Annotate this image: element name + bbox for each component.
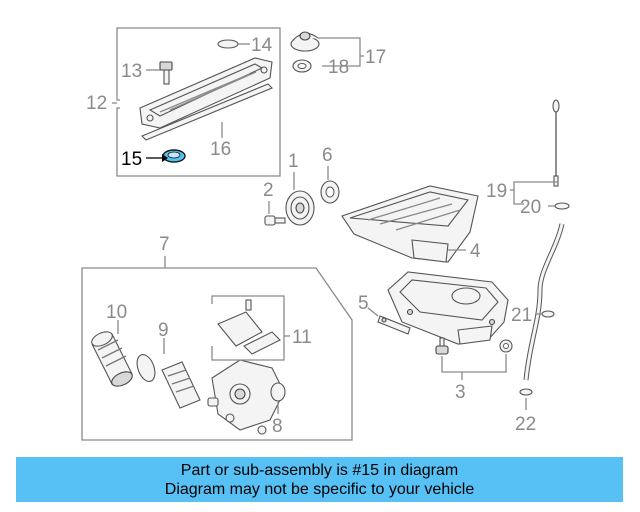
callout-14[interactable]: 14 [251,35,273,56]
callout-3[interactable]: 3 [455,382,466,403]
parts-diagram: 12 16 13 14 15 [81,27,570,441]
filter-o-ring[interactable] [134,352,159,384]
callout-15[interactable]: 15 [121,149,142,170]
callout-8[interactable]: 8 [272,416,283,437]
callout-13[interactable]: 13 [121,61,142,82]
lower-oil-pan-group: 3 5 [358,271,513,403]
housing-gasket[interactable] [217,299,281,355]
crank-seal[interactable] [320,180,340,204]
drain-washer[interactable] [499,339,513,353]
bolt-13[interactable] [159,61,173,85]
oil-filter-housing[interactable] [207,359,285,435]
upper-oil-pan[interactable] [341,185,479,263]
callout-1[interactable]: 1 [288,151,299,172]
housing-o-ring[interactable] [270,382,286,402]
callout-22[interactable]: 22 [515,414,536,435]
oil-filter-group: 7 10 9 11 [81,234,353,441]
crankshaft-pulley[interactable] [285,190,315,226]
dipstick-o-ring[interactable] [554,202,570,210]
callout-11[interactable]: 11 [292,327,312,348]
banner-line-1: Part or sub-assembly is #15 in diagram [180,461,459,479]
callout-4[interactable]: 4 [470,241,481,262]
callout-9[interactable]: 9 [158,320,169,341]
info-banner: Part or sub-assembly is #15 in diagram D… [16,457,623,502]
oil-filter[interactable] [89,329,134,389]
oil-filler-cap[interactable] [290,31,320,52]
oil-filler-cap-group: 17 18 [290,31,386,78]
group-box-12 [116,27,281,177]
callout-6[interactable]: 6 [322,145,333,166]
dipstick-tube[interactable] [523,223,565,381]
group-box-11 [211,295,285,361]
callout-2[interactable]: 2 [263,180,274,201]
callout-21[interactable]: 21 [511,305,532,326]
seal-14[interactable] [217,39,239,49]
banner-line-2: Diagram may not be specific to your vehi… [164,480,475,498]
upper-oil-pan-group: 4 [341,185,481,263]
callout-18[interactable]: 18 [328,57,349,78]
drain-plug[interactable] [435,337,449,355]
callout-5[interactable]: 5 [358,293,369,314]
lower-oil-pan[interactable] [387,271,509,345]
valve-cover[interactable] [139,57,273,129]
callout-19[interactable]: 19 [486,181,507,202]
callout-16[interactable]: 16 [210,139,231,160]
oil-baffle[interactable] [377,315,411,335]
callout-20[interactable]: 20 [520,197,541,218]
callout-7[interactable]: 7 [159,234,170,255]
dipstick-group: 19 20 21 22 [486,99,570,435]
callout-17[interactable]: 17 [365,47,386,68]
group-box-7 [81,267,353,441]
callout-10[interactable]: 10 [106,302,127,323]
valve-cover-group: 12 16 13 14 15 [86,27,281,177]
filter-element[interactable] [161,361,201,409]
tube-o-ring[interactable] [519,388,533,396]
pulley-group: 1 2 6 [263,145,340,226]
dipstick[interactable] [552,99,560,187]
valve-cover-gasket[interactable] [141,83,273,141]
callout-12[interactable]: 12 [86,93,107,114]
pulley-bolt[interactable] [264,215,286,226]
